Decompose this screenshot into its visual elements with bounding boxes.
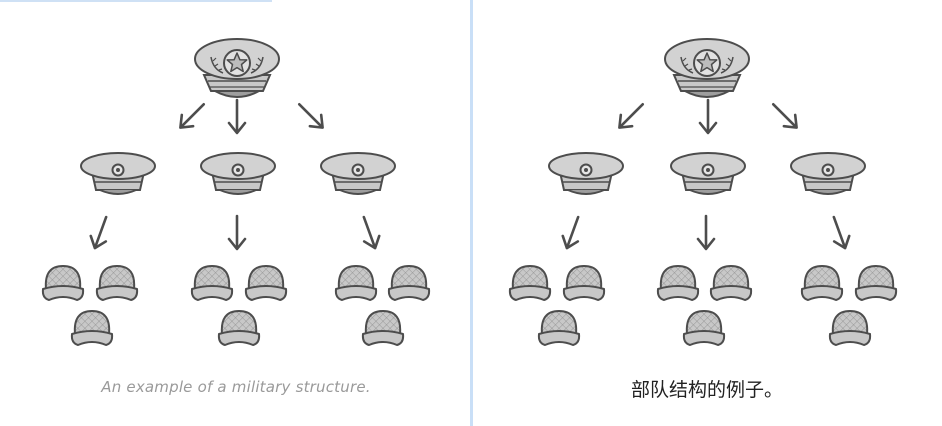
arrow-icon bbox=[86, 213, 115, 253]
soldier-helmet-icon bbox=[244, 265, 288, 301]
officer-cap-icon bbox=[320, 152, 396, 195]
arrow-icon bbox=[355, 213, 384, 253]
military-hierarchy-diagram bbox=[41, 38, 431, 346]
soldier-helmet-icon bbox=[334, 265, 378, 301]
arrow-icon bbox=[292, 97, 330, 135]
soldier-helmet-icon bbox=[190, 265, 234, 301]
soldier-helmet-icon bbox=[828, 310, 872, 346]
officer-cap-icon bbox=[548, 152, 624, 195]
soldier-helmet-icon bbox=[508, 265, 552, 301]
officer-cap-icon bbox=[200, 152, 276, 195]
general-cap-icon bbox=[664, 38, 750, 98]
soldier-helmet-icon bbox=[537, 310, 581, 346]
arrow-icon bbox=[173, 97, 211, 135]
arrow-icon bbox=[227, 214, 247, 251]
caption-english: An example of a military structure. bbox=[101, 378, 371, 396]
soldier-helmet-icon bbox=[682, 310, 726, 346]
soldier-helmet-icon bbox=[854, 265, 898, 301]
soldier-helmet-icon bbox=[800, 265, 844, 301]
soldier-helmet-icon bbox=[656, 265, 700, 301]
caption-chinese: 部队结构的例子。 bbox=[630, 379, 783, 401]
soldier-helmet-icon bbox=[95, 265, 139, 301]
arrow-icon bbox=[696, 214, 716, 251]
diagram-panel-chinese: 部队结构的例子。 bbox=[472, 0, 942, 426]
officer-cap-icon bbox=[670, 152, 746, 195]
panel-divider bbox=[470, 0, 473, 426]
panel-top-border bbox=[0, 0, 272, 2]
arrow-icon bbox=[227, 98, 247, 135]
soldier-helmet-icon bbox=[70, 310, 114, 346]
soldier-helmet-icon bbox=[217, 310, 261, 346]
arrow-icon bbox=[558, 213, 587, 253]
arrow-icon bbox=[612, 97, 650, 135]
general-cap-icon bbox=[194, 38, 280, 98]
soldier-helmet-icon bbox=[387, 265, 431, 301]
arrow-icon bbox=[825, 213, 854, 253]
soldier-helmet-icon bbox=[361, 310, 405, 346]
arrow-icon bbox=[698, 98, 718, 135]
soldier-helmet-icon bbox=[41, 265, 85, 301]
officer-cap-icon bbox=[80, 152, 156, 195]
officer-cap-icon bbox=[790, 152, 866, 195]
arrow-icon bbox=[766, 97, 804, 135]
military-hierarchy-diagram bbox=[508, 38, 898, 346]
diagram-panel-english: An example of a military structure. bbox=[0, 0, 473, 426]
soldier-helmet-icon bbox=[709, 265, 753, 301]
soldier-helmet-icon bbox=[562, 265, 606, 301]
